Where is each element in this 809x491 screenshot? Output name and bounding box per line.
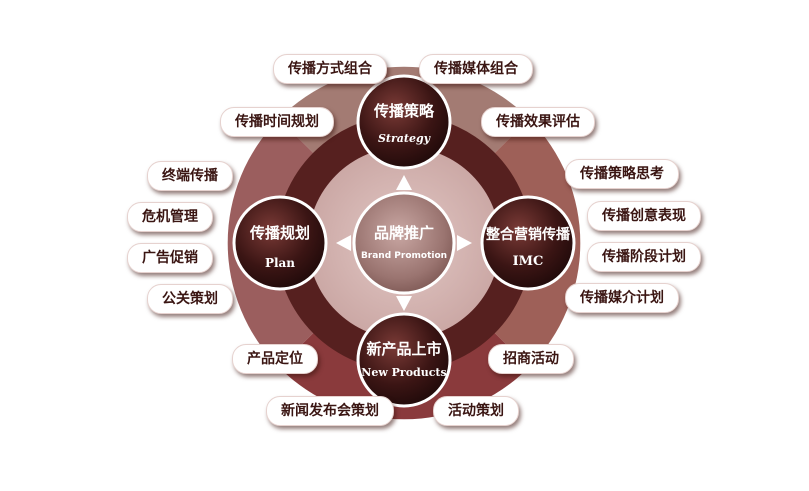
pill-press-conference[interactable]: 新闻发布会策划 xyxy=(266,396,394,426)
pill-product-positioning[interactable]: 产品定位 xyxy=(232,344,318,374)
arrow-up xyxy=(396,175,412,190)
pill-effect-evaluation[interactable]: 传播效果评估 xyxy=(481,107,595,137)
pill-media-channel-mix[interactable]: 传播媒体组合 xyxy=(419,54,533,84)
node-plan[interactable]: 传播规划 Plan xyxy=(232,195,328,291)
pill-time-planning[interactable]: 传播时间规划 xyxy=(220,107,334,137)
pill-advertising-promotion[interactable]: 广告促销 xyxy=(127,243,213,273)
arrow-right xyxy=(457,235,472,251)
node-imc-title: 整合营销传播 xyxy=(485,226,571,243)
pill-crisis-management[interactable]: 危机管理 xyxy=(127,202,213,232)
node-new-products[interactable]: 新产品上市 New Products xyxy=(356,312,452,408)
pill-pr-planning[interactable]: 公关策划 xyxy=(147,284,233,314)
center-subtitle: Brand Promotion xyxy=(361,251,447,261)
node-plan-subtitle: Plan xyxy=(265,256,295,270)
node-imc[interactable]: 整合营销传播 IMC xyxy=(480,195,576,291)
center-title: 品牌推广 xyxy=(374,224,434,242)
pill-terminal-communication[interactable]: 终端传播 xyxy=(147,161,233,191)
pill-media-method-mix[interactable]: 传播方式组合 xyxy=(273,54,387,84)
arrow-down xyxy=(396,296,412,311)
node-strategy-title: 传播策略 xyxy=(373,102,435,120)
center-circle xyxy=(352,191,456,295)
pill-creative-expression[interactable]: 传播创意表现 xyxy=(587,201,701,231)
node-new-products-title: 新产品上市 xyxy=(366,340,441,358)
pill-media-planning[interactable]: 传播媒介计划 xyxy=(565,283,679,313)
pill-strategy-thinking[interactable]: 传播策略思考 xyxy=(565,159,679,189)
node-strategy-subtitle: Strategy xyxy=(378,132,432,145)
pill-investment-event[interactable]: 招商活动 xyxy=(488,344,574,374)
node-new-products-subtitle: New Products xyxy=(361,366,446,379)
pill-event-planning[interactable]: 活动策划 xyxy=(433,396,519,426)
pill-stage-planning[interactable]: 传播阶段计划 xyxy=(587,242,701,272)
node-imc-subtitle: IMC xyxy=(513,254,544,269)
node-strategy[interactable]: 传播策略 Strategy xyxy=(356,74,452,170)
arrow-left xyxy=(336,235,351,251)
node-plan-title: 传播规划 xyxy=(249,224,310,242)
